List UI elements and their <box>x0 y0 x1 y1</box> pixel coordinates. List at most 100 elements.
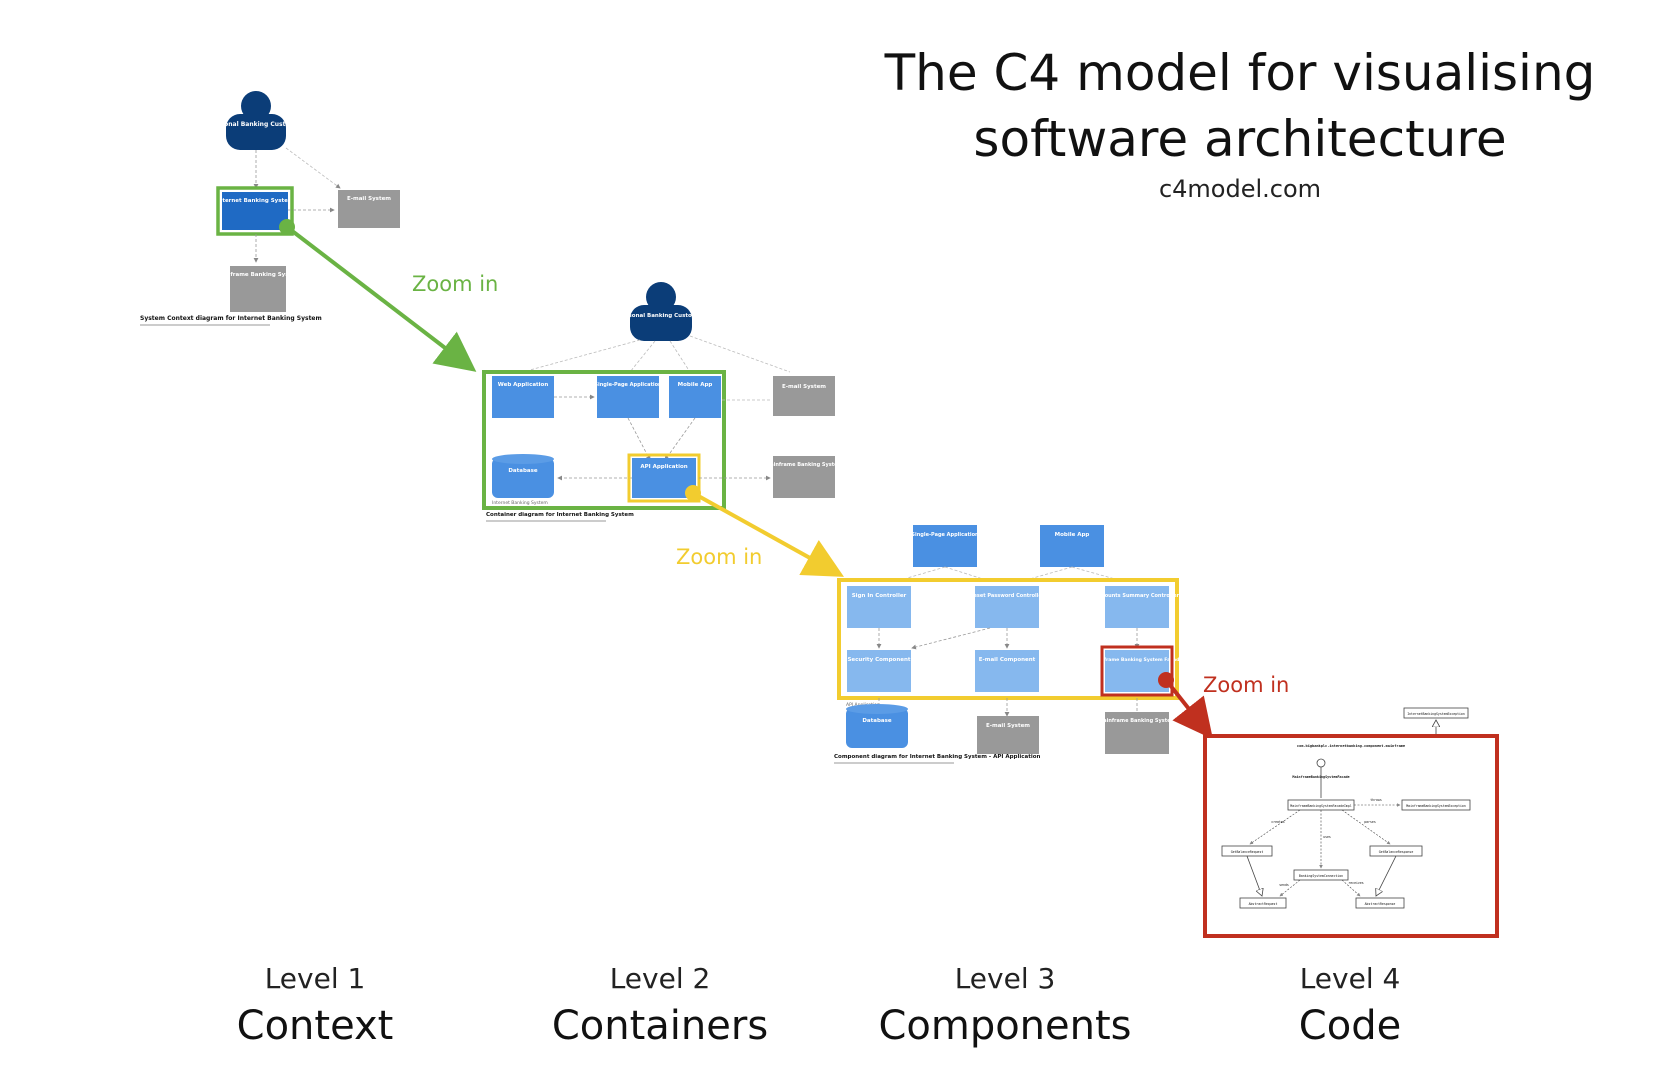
zoom-in-label-1: Zoom in <box>412 272 499 296</box>
zoom-arrow-1 <box>285 225 477 372</box>
context-mainframe-box <box>230 266 286 312</box>
level-4-name: Code <box>1298 1003 1402 1049</box>
container-person: Personal Banking Customer <box>618 282 704 341</box>
context-diagram: Personal Banking Customer Internet Banki… <box>140 91 400 326</box>
component-mainframe-box <box>1105 712 1169 754</box>
uml-interface-lollipop <box>1316 758 1326 768</box>
zoom-arrow-2 <box>692 491 844 577</box>
container-mainframe-label: Mainframe Banking System <box>765 462 842 468</box>
container-mainframe-box <box>773 456 835 498</box>
uml-package-label: com.bigbankplc.internetbanking.component… <box>1297 744 1406 748</box>
uml-mf-exception-box <box>1401 799 1471 811</box>
component-spa-label: Single-Page Application <box>911 532 979 538</box>
uml-abs-resp-box <box>1355 897 1405 909</box>
uml-edge-parses <box>1341 809 1391 845</box>
component-edge-4 <box>1071 566 1141 587</box>
container-database-label: Database <box>508 468 538 474</box>
context-email-box <box>338 190 400 228</box>
component-facade-highlight <box>1100 645 1174 697</box>
zoom-arrow-2-dot <box>685 485 701 501</box>
component-facade-label: Mainframe Banking System Facade <box>1092 657 1183 663</box>
level-1-name: Context <box>236 1003 394 1049</box>
container-edge-2 <box>629 340 656 373</box>
component-accounts-box <box>1105 586 1169 628</box>
uml-get-req-label: GetBalanceRequest <box>1231 850 1264 854</box>
uml-get-resp-label: GetBalanceResponse <box>1379 850 1414 854</box>
context-mainframe-label: Mainframe Banking System <box>215 272 300 278</box>
uml-connection-box <box>1293 869 1349 881</box>
container-database-box <box>492 458 554 498</box>
container-edge-4 <box>689 335 791 373</box>
component-email-label: E-mail Component <box>979 657 1036 663</box>
component-reset-box <box>975 586 1039 628</box>
level-2-caption: Level 2 Containers <box>490 960 830 1054</box>
uml-edge-creates-label: creates <box>1271 820 1285 824</box>
uml-mf-exception-label: MainframeBankingSystemException <box>1406 804 1466 808</box>
context-system-box <box>222 192 288 230</box>
component-mainframe-label: Mainframe Banking System <box>1098 718 1175 724</box>
level-3-caption: Level 3 Components <box>835 960 1175 1054</box>
container-edge-spa-api <box>627 417 651 461</box>
uml-exception-label: InternetBankingSystemException <box>1407 712 1465 716</box>
title-line-1: The C4 model for visualising <box>884 44 1596 102</box>
container-email-box <box>773 376 835 416</box>
container-api-label: API Application <box>640 464 687 470</box>
context-person-label: Personal Banking Customer <box>209 121 303 128</box>
component-accounts-label: Accounts Summary Controller <box>1095 593 1180 599</box>
uml-edge-receives <box>1341 879 1361 897</box>
component-mobile-label: Mobile App <box>1055 532 1090 538</box>
container-database-top <box>492 454 554 464</box>
uml-abs-req-label: AbstractRequest <box>1249 902 1278 906</box>
container-caption-sub <box>486 520 606 522</box>
component-spa-box <box>913 525 977 567</box>
container-person-label: Personal Banking Customer <box>618 313 704 319</box>
component-caption: Component diagram for Internet Banking S… <box>834 754 1040 760</box>
level-4-caption: Level 4 Code <box>1180 960 1520 1054</box>
uml-edge-throws-label: throws <box>1370 798 1382 802</box>
uml-edge-receives-label: receives <box>1348 881 1363 885</box>
component-email-box <box>975 650 1039 692</box>
zoom-in-label-2: Zoom in <box>676 545 763 569</box>
level-1-number: Level 1 <box>264 962 366 995</box>
component-database-label: Database <box>862 718 892 724</box>
uml-abs-req-box <box>1239 897 1287 909</box>
container-edge-mobile-api <box>664 417 696 461</box>
component-ext-email-label: E-mail System <box>986 723 1030 729</box>
context-person: Personal Banking Customer <box>209 91 303 150</box>
component-ext-email-box <box>977 716 1039 754</box>
container-spa-label: Single-Page Application <box>594 382 662 388</box>
uml-edge-uses-label: uses <box>1323 835 1331 839</box>
component-signin-box <box>847 586 911 628</box>
level-3-number: Level 3 <box>954 962 1056 995</box>
container-webapp-box <box>492 376 554 418</box>
uml-edge-resp-extends <box>1376 855 1397 896</box>
level-2-number: Level 2 <box>609 962 711 995</box>
container-edge-3 <box>669 340 691 373</box>
component-signin-label: Sign In Controller <box>852 593 907 599</box>
component-reset-label: Reset Password Controller <box>970 593 1045 599</box>
uml-exception-box <box>1403 707 1469 719</box>
container-spa-box <box>597 376 659 418</box>
uml-abs-resp-label: AbstractResponse <box>1365 902 1396 906</box>
uml-edge-req-extends <box>1246 855 1262 896</box>
level-3-name: Components <box>878 1003 1132 1049</box>
component-mobile-box <box>1040 525 1104 567</box>
zoom-arrow-3 <box>1164 678 1213 740</box>
container-email-label: E-mail System <box>782 384 826 390</box>
component-facade-box <box>1105 650 1169 692</box>
uml-edge-creates <box>1249 809 1301 845</box>
context-highlight <box>216 186 294 236</box>
component-security-label: Security Component <box>847 657 910 663</box>
zoom-arrow-3-dot <box>1158 672 1174 688</box>
level-1-caption: Level 1 Context <box>145 960 485 1054</box>
container-boundary-label: Internet Banking System <box>492 500 548 506</box>
title-line-2: software architecture <box>973 110 1507 168</box>
component-edge-3 <box>1004 566 1073 587</box>
container-diagram: Personal Banking Customer Web Applicatio… <box>482 282 843 522</box>
code-diagram: InternetBankingSystemException com.bigba… <box>1203 707 1499 938</box>
context-edge-email <box>285 147 341 189</box>
uml-impl-label: MainframeBankingSystemFacadeImpl <box>1290 804 1351 808</box>
context-email-label: E-mail System <box>347 196 391 202</box>
container-caption: Container diagram for Internet Banking S… <box>486 512 634 518</box>
